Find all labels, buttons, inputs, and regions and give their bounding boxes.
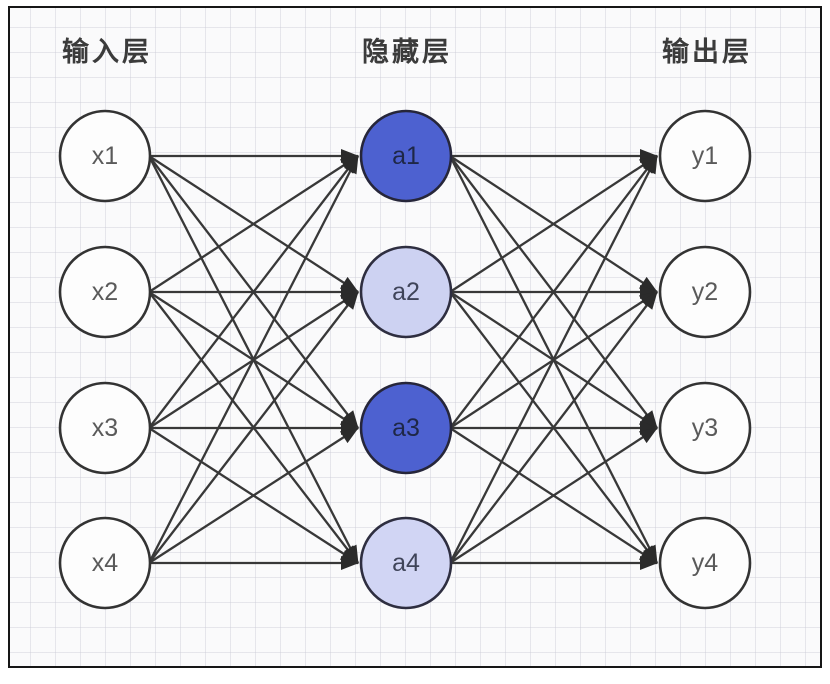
node-circle-a4 bbox=[359, 516, 453, 610]
node-label-y2: y2 bbox=[692, 278, 718, 306]
edge-a4-y1 bbox=[448, 155, 659, 564]
node-label-y3: y3 bbox=[692, 414, 718, 442]
node-y4: y4 bbox=[658, 516, 752, 610]
edges-group bbox=[147, 149, 659, 570]
node-circle-x4 bbox=[58, 516, 152, 610]
layer-title-output: 输出层 bbox=[662, 37, 752, 67]
edge-a2-y1 bbox=[449, 155, 658, 293]
edge-a4-y3 bbox=[449, 427, 658, 564]
node-a2: a2 bbox=[359, 245, 453, 339]
edge-a3-y1 bbox=[449, 155, 658, 429]
node-circle-x2 bbox=[58, 245, 152, 339]
node-a4: a4 bbox=[359, 516, 453, 610]
node-y2: y2 bbox=[658, 245, 752, 339]
node-a1: a1 bbox=[359, 109, 453, 203]
node-label-x1: x1 bbox=[92, 142, 118, 170]
edge-x4-a2 bbox=[148, 291, 359, 564]
node-x3: x3 bbox=[58, 381, 152, 475]
edge-x4-a3 bbox=[148, 427, 359, 564]
node-label-a3: a3 bbox=[392, 414, 420, 442]
node-x1: x1 bbox=[58, 109, 152, 203]
edge-x2-a1 bbox=[148, 155, 359, 293]
node-y3: y3 bbox=[658, 381, 752, 475]
node-label-a2: a2 bbox=[392, 278, 420, 306]
node-circle-x1 bbox=[58, 109, 152, 203]
node-x4: x4 bbox=[58, 516, 152, 610]
node-label-x3: x3 bbox=[92, 414, 118, 442]
node-label-x4: x4 bbox=[92, 549, 119, 577]
node-a3: a3 bbox=[359, 381, 453, 475]
layer-title-hidden: 隐藏层 bbox=[362, 37, 452, 67]
node-label-x2: x2 bbox=[92, 278, 118, 306]
node-label-y1: y1 bbox=[692, 142, 718, 170]
node-circle-y4 bbox=[658, 516, 752, 610]
node-label-a1: a1 bbox=[392, 142, 420, 170]
node-circle-y2 bbox=[658, 245, 752, 339]
edge-x4-a1 bbox=[147, 155, 360, 564]
node-circle-a3 bbox=[359, 381, 453, 475]
node-circle-x3 bbox=[58, 381, 152, 475]
node-label-y4: y4 bbox=[692, 549, 719, 577]
node-circle-y3 bbox=[658, 381, 752, 475]
node-circle-y1 bbox=[658, 109, 752, 203]
layer-title-input: 输入层 bbox=[62, 37, 152, 67]
edge-x3-a1 bbox=[148, 155, 359, 429]
node-circle-a2 bbox=[359, 245, 453, 339]
edge-a4-y2 bbox=[449, 291, 658, 564]
node-label-a4: a4 bbox=[392, 549, 420, 577]
node-y1: y1 bbox=[658, 109, 752, 203]
node-x2: x2 bbox=[58, 245, 152, 339]
node-circle-a1 bbox=[359, 109, 453, 203]
